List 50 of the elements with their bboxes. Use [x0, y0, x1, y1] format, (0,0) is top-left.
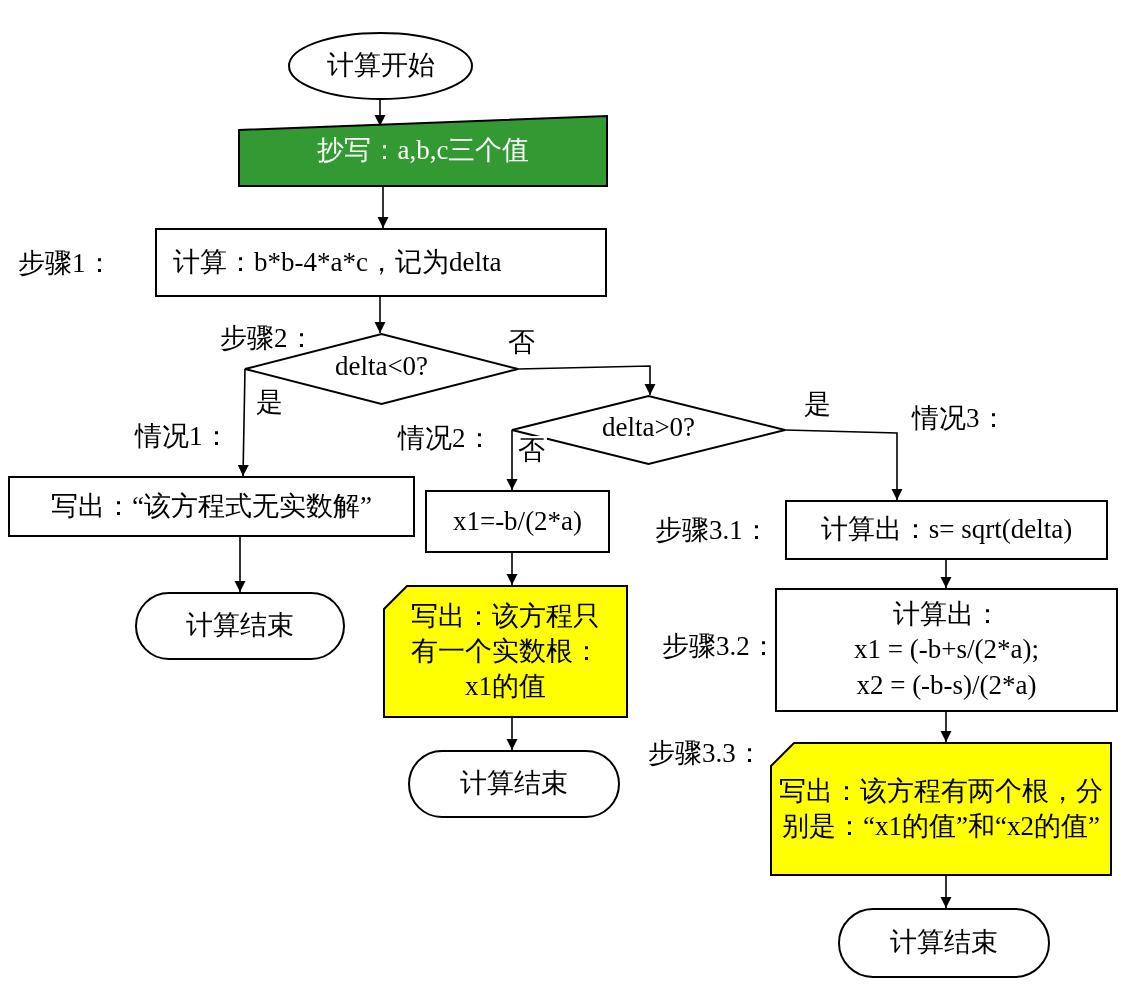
process-box [155, 228, 607, 297]
edge-label: 是 [802, 390, 833, 420]
node-text: 计算结束 [890, 926, 998, 960]
edge-label: 是 [254, 388, 285, 418]
node-text: 计算开始 [326, 49, 435, 83]
process-box [775, 588, 1118, 712]
arrow [784, 429, 903, 501]
node-text: 计算出： [892, 598, 1001, 632]
node-text: 写出：“该方程式无实数解” [51, 489, 372, 523]
arrow [506, 552, 518, 586]
arrow [234, 536, 246, 593]
arrow [940, 875, 952, 909]
node-text: delta>0? [601, 411, 696, 445]
step-label: 步骤1： [18, 247, 113, 280]
output-card [383, 585, 628, 718]
case-label: 情况2： [398, 422, 493, 455]
start-oval [288, 32, 473, 100]
node-text: x1=-b/(2*a) [452, 504, 583, 538]
edge-label: 否 [516, 436, 547, 466]
step-label: 步骤3.2： [662, 630, 777, 663]
node-text: x2 = (-b-s)/(2*a) [856, 668, 1037, 702]
decision-diamond [512, 395, 785, 465]
node-text: 抄写：a,b,c三个值 [316, 134, 530, 168]
case-label: 情况1： [135, 420, 230, 453]
arrow [506, 429, 518, 491]
node-text: 计算：b*b-4*a*c，记为delta [173, 245, 502, 279]
case-label: 情况3： [912, 402, 1007, 435]
step-label: 步骤3.3： [648, 737, 763, 770]
node-text: delta<0? [334, 350, 429, 384]
arrow [374, 296, 386, 334]
arrow [940, 711, 952, 743]
arrow [517, 365, 656, 396]
arrow [237, 368, 249, 477]
edge-label: 否 [506, 328, 537, 358]
node-text: 写出：该方程只有一个实数根：x1的值 [410, 599, 601, 704]
node-text: 写出：该方程有两个根，分别是：“x1的值”和“x2的值” [778, 774, 1104, 843]
output-card [770, 742, 1112, 876]
node-text: 计算结束 [460, 767, 568, 801]
arrow [506, 717, 518, 751]
output-box [8, 476, 415, 537]
node-text: x1 = (-b+s/(2*a); [854, 633, 1039, 667]
process-box [425, 490, 610, 553]
step-label: 步骤2： [220, 322, 315, 355]
arrow [940, 559, 952, 589]
node-text: 计算出：s= sqrt(delta) [820, 513, 1073, 547]
arrow [377, 186, 389, 229]
step-label: 步骤3.1： [655, 514, 770, 547]
input-box [238, 115, 608, 187]
node-text: 计算结束 [186, 609, 294, 643]
process-box [785, 500, 1108, 560]
